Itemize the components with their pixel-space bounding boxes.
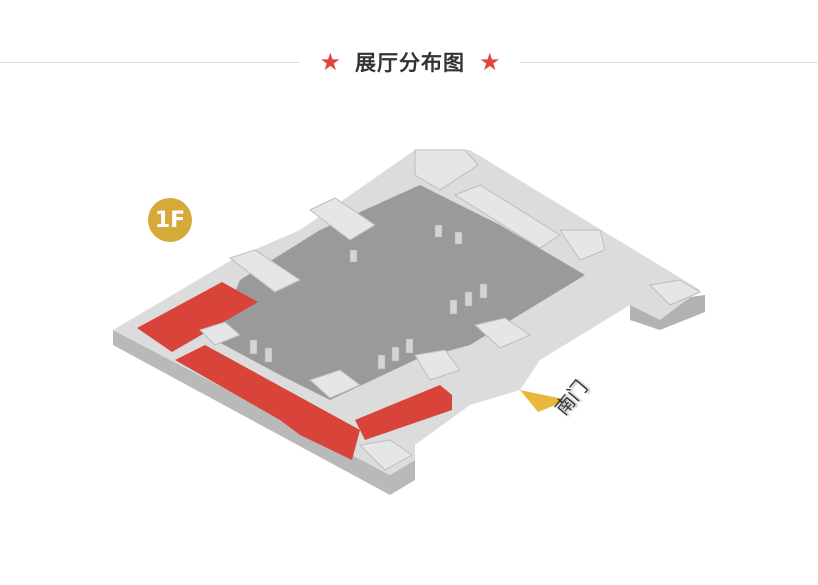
exhibition-hall-southeast[interactable] <box>355 385 452 440</box>
wall-block <box>309 369 361 399</box>
wall-block <box>414 349 461 381</box>
star-icon: ★ <box>479 48 501 76</box>
exhibition-hall-west[interactable] <box>137 282 258 352</box>
wall-block <box>309 197 376 241</box>
floor-badge[interactable]: 1F <box>148 198 192 242</box>
pillar <box>479 283 488 299</box>
header-divider-left <box>0 62 300 63</box>
pillar <box>434 224 443 238</box>
page-title: 展厅分布图 <box>355 51 465 75</box>
pillar <box>464 291 473 307</box>
header: ★ 展厅分布图 ★ <box>300 44 520 80</box>
wall-block <box>648 279 702 306</box>
pillar <box>249 339 258 355</box>
pillar <box>454 231 463 245</box>
wall-block <box>453 184 561 249</box>
pillar <box>264 347 273 363</box>
wall-block <box>559 229 606 261</box>
central-floor <box>215 185 585 400</box>
pillar <box>349 249 358 263</box>
exhibition-hall-south[interactable] <box>175 345 360 460</box>
south-gate-arrow-icon <box>520 390 568 412</box>
star-icon: ★ <box>319 48 341 76</box>
pillar <box>377 354 386 370</box>
wall-block <box>414 149 479 191</box>
wall-block <box>358 439 413 471</box>
wall-block <box>199 321 241 346</box>
pillar <box>391 346 400 362</box>
header-divider-right <box>520 62 818 63</box>
wall-block <box>228 249 302 293</box>
wall-block <box>473 317 532 349</box>
pillar <box>405 338 414 354</box>
pillar <box>449 299 458 315</box>
